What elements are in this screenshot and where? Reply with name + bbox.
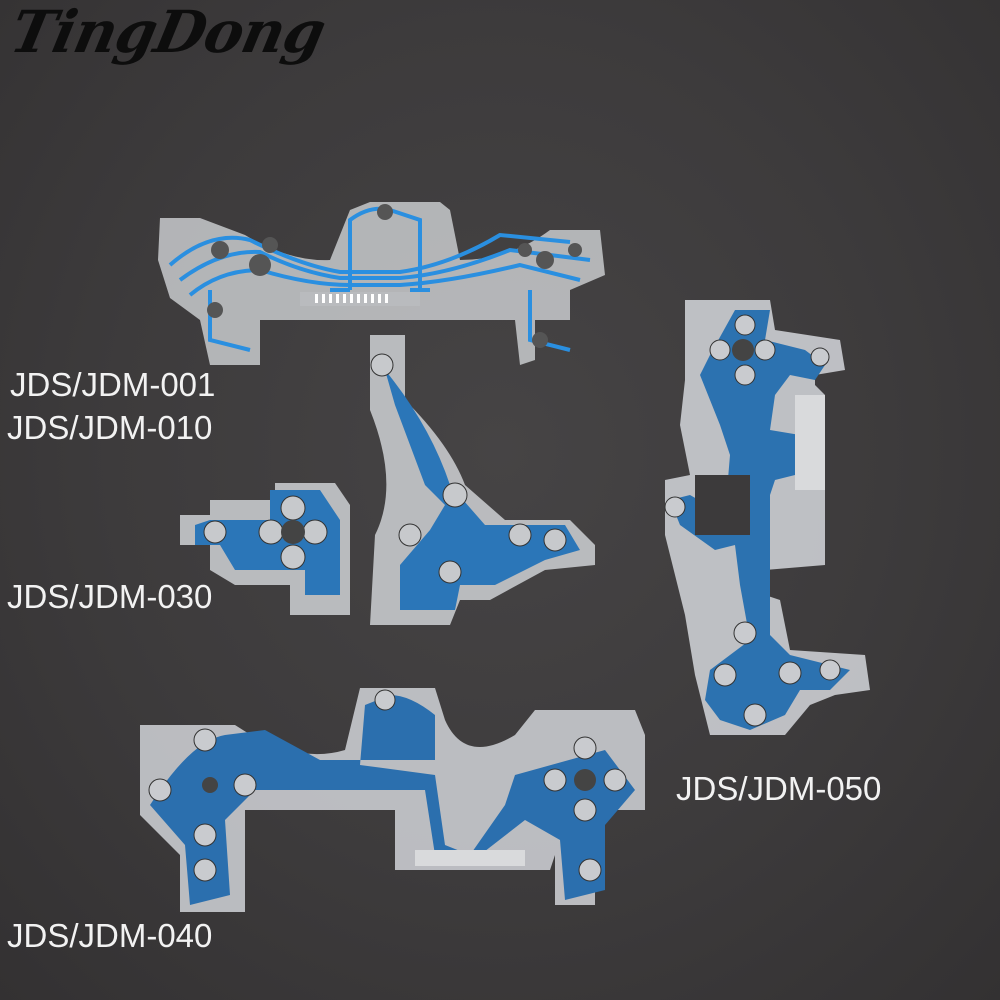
label-jdm-040: JDS/JDM-040 xyxy=(7,917,213,954)
brand-watermark: TingDong xyxy=(4,0,331,66)
label-jdm-050: JDS/JDM-050 xyxy=(676,770,882,807)
label-jdm-001: JDS/JDM-001 xyxy=(10,366,216,403)
ribbon-jdm-050-image xyxy=(664,300,870,735)
label-jdm-010: JDS/JDM-010 xyxy=(7,409,213,446)
label-jdm-030: JDS/JDM-030 xyxy=(7,578,213,615)
ribbon-jdm-001-image xyxy=(158,202,605,365)
ribbon-jdm-030-left-image xyxy=(180,483,350,615)
ribbon-jdm-030-right-image xyxy=(370,335,595,625)
ribbon-jdm-040-image xyxy=(140,688,645,912)
